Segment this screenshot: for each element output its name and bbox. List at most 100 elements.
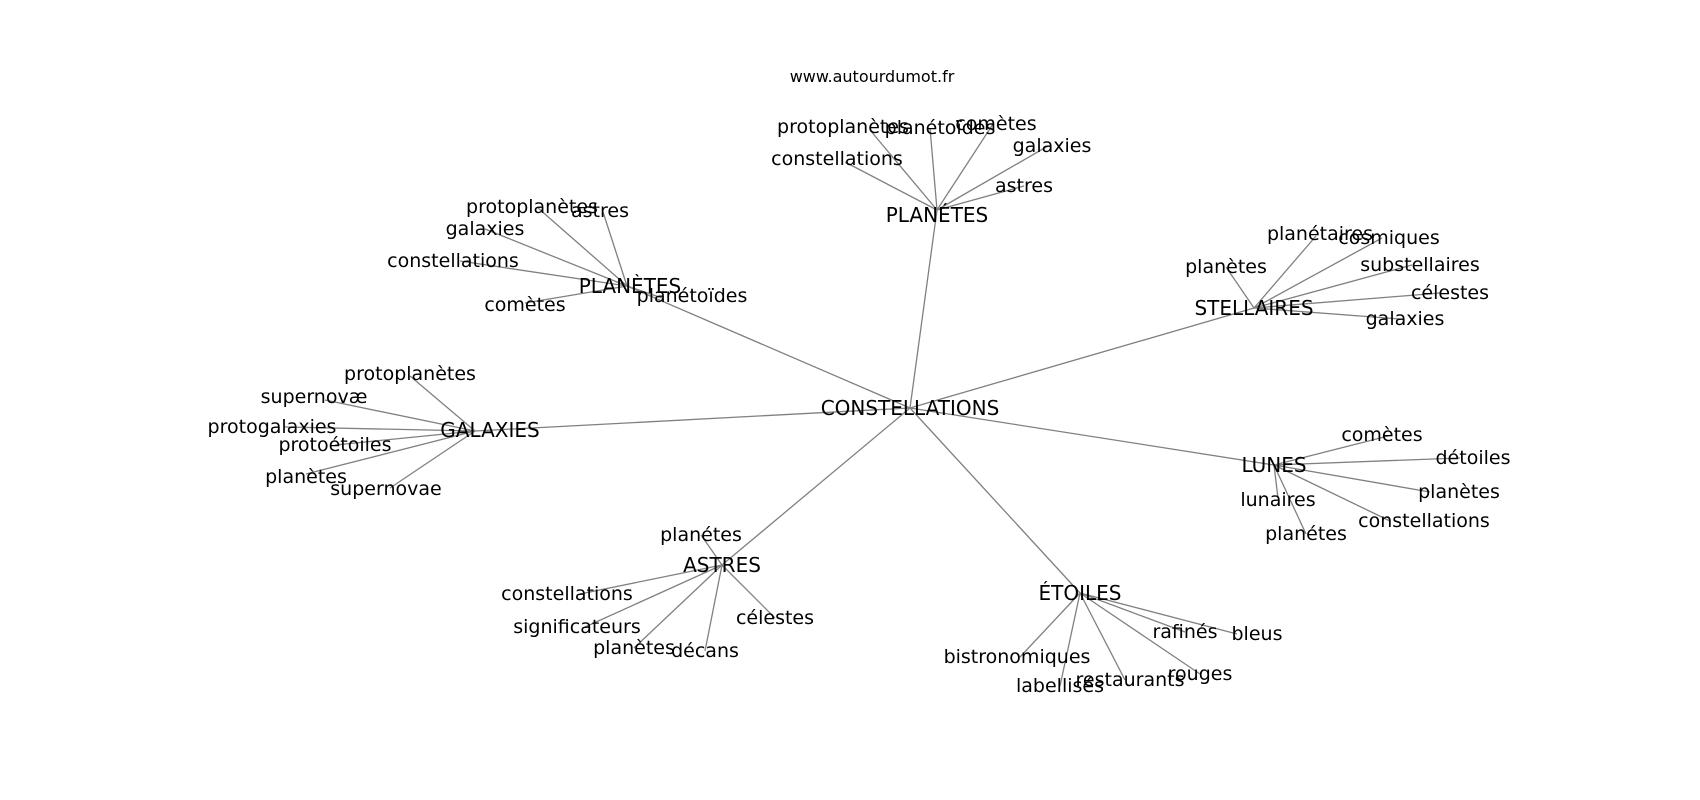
- leaf-node-label: rafinés: [1152, 621, 1217, 643]
- leaf-node-label: significateurs: [513, 616, 641, 638]
- edge-hub-to-leaf: [537, 207, 628, 287]
- leaf-node-label: bleus: [1232, 623, 1283, 645]
- leaf-node-label: constellations: [501, 583, 633, 605]
- edge-hub-to-leaf: [936, 145, 1049, 211]
- leaf-node-label: planètes: [265, 466, 347, 488]
- leaf-node-label: planétoïdes: [885, 117, 996, 139]
- edge-hub-to-leaf: [284, 426, 476, 432]
- edge-hub-to-leaf: [334, 430, 476, 446]
- edge-hub-to-leaf: [936, 123, 994, 211]
- edge-hub-to-leaf: [305, 430, 476, 475]
- edge-hub-to-leaf: [1253, 264, 1413, 309]
- leaf-node-label: protoétoiles: [278, 434, 391, 456]
- hub-node-label: STELLAIRES: [1194, 296, 1313, 320]
- graph-edges: [284, 123, 1461, 687]
- leaf-node-label: célestes: [736, 607, 814, 629]
- leaf-node-label: galaxies: [1013, 135, 1092, 157]
- leaf-node-label: planètes: [593, 637, 675, 659]
- edge-hub-to-leaf: [579, 564, 723, 595]
- edge-hub-to-leaf: [1253, 307, 1401, 320]
- edge-center-to-hub: [909, 209, 938, 409]
- leaf-node-label: planètes: [1185, 256, 1267, 278]
- edge-hub-to-leaf: [459, 260, 628, 287]
- edge-center-to-hub: [909, 307, 1255, 409]
- leaf-node-label: décans: [671, 640, 739, 662]
- leaf-node-label: bistronomiques: [944, 646, 1091, 668]
- edge-hub-to-leaf: [1273, 464, 1431, 493]
- edge-center-to-hub: [721, 407, 911, 566]
- edge-center-to-hub: [909, 407, 1275, 466]
- leaf-node-label: comètes: [484, 294, 565, 316]
- edge-hub-to-leaf: [936, 185, 1025, 211]
- leaf-node-label: cosmiques: [1338, 227, 1439, 249]
- edge-hub-to-leaf: [1059, 592, 1081, 687]
- edge-hub-to-leaf: [721, 564, 776, 619]
- leaf-node-label: astres: [571, 200, 629, 222]
- leaf-node-label: planétes: [660, 524, 742, 546]
- edge-hub-to-leaf: [1273, 434, 1393, 466]
- center-node-label: CONSTELLATIONS: [821, 396, 1000, 420]
- edge-hub-to-leaf: [626, 285, 663, 299]
- hub-node-label: ASTRES: [683, 553, 761, 577]
- edge-hub-to-leaf: [389, 430, 476, 489]
- edge-hub-to-leaf: [484, 228, 628, 287]
- leaf-node-label: comètes: [955, 113, 1036, 135]
- edge-hub-to-leaf: [602, 211, 628, 287]
- edge-hub-to-leaf: [1079, 592, 1126, 681]
- edge-hub-to-leaf: [844, 161, 938, 211]
- leaf-node-label: protogalaxies: [208, 416, 337, 438]
- leaf-node-label: lunaires: [1240, 489, 1315, 511]
- edge-center-to-hub: [909, 407, 1081, 594]
- edge-hub-to-leaf: [704, 564, 723, 652]
- leaf-node-label: célestes: [1411, 282, 1489, 304]
- edge-hub-to-leaf: [1079, 592, 1238, 635]
- leaf-node-label: rouges: [1168, 663, 1233, 685]
- edge-hub-to-leaf: [1253, 235, 1317, 309]
- edge-hub-to-leaf: [869, 129, 938, 211]
- edge-hub-to-leaf: [524, 285, 628, 304]
- edge-hub-to-leaf: [1019, 592, 1081, 658]
- edge-hub-to-leaf: [1225, 266, 1255, 309]
- graph-labels: protoplanètesastresgalaxiesconstellation…: [208, 113, 1511, 697]
- edge-hub-to-leaf: [1079, 592, 1186, 633]
- source-credit: www.autourdumot.fr: [790, 67, 955, 86]
- leaf-node-label: planétes: [1265, 523, 1347, 545]
- leaf-node-label: détoiles: [1436, 447, 1511, 469]
- leaf-node-label: planétoïdes: [637, 285, 748, 307]
- leaf-node-label: planétaires: [1267, 223, 1373, 245]
- edge-hub-to-leaf: [1273, 457, 1461, 466]
- leaf-node-label: labellisés: [1016, 675, 1104, 697]
- edge-hub-to-leaf: [1273, 464, 1391, 522]
- hub-node-label: ÉTOILES: [1039, 581, 1122, 605]
- edge-hub-to-leaf: [1273, 464, 1307, 535]
- hub-node-label: GALAXIES: [440, 418, 539, 442]
- leaf-node-label: supernovæ: [261, 386, 368, 408]
- edge-center-to-hub: [626, 285, 911, 409]
- leaf-node-label: constellations: [771, 148, 903, 170]
- edge-center-to-hub: [474, 407, 911, 432]
- leaf-node-label: supernovae: [330, 478, 441, 500]
- edge-hub-to-leaf: [633, 564, 723, 649]
- edge-hub-to-leaf: [1273, 464, 1279, 499]
- leaf-node-label: protoplanètes: [777, 116, 909, 138]
- hub-node-label: PLANÉTES: [886, 203, 989, 227]
- edge-hub-to-leaf: [1253, 237, 1383, 309]
- leaf-node-label: astres: [995, 175, 1053, 197]
- leaf-node-label: planètes: [1418, 481, 1500, 503]
- edge-hub-to-leaf: [700, 534, 723, 566]
- leaf-node-label: constellations: [387, 250, 519, 272]
- leaf-node-label: galaxies: [1366, 308, 1445, 330]
- leaf-node-label: protoplanètes: [344, 363, 476, 385]
- edge-hub-to-leaf: [324, 399, 476, 432]
- leaf-node-label: protoplanètes: [466, 196, 598, 218]
- edge-hub-to-leaf: [1253, 292, 1441, 309]
- hub-node-label: LUNES: [1241, 453, 1306, 477]
- edge-hub-to-leaf: [584, 564, 723, 628]
- leaf-node-label: galaxies: [446, 218, 525, 240]
- edge-hub-to-leaf: [1079, 592, 1201, 675]
- edge-hub-to-leaf: [409, 375, 476, 432]
- leaf-node-label: comètes: [1341, 424, 1422, 446]
- hub-node-label: PLANÈTES: [579, 274, 682, 298]
- leaf-node-label: constellations: [1358, 510, 1490, 532]
